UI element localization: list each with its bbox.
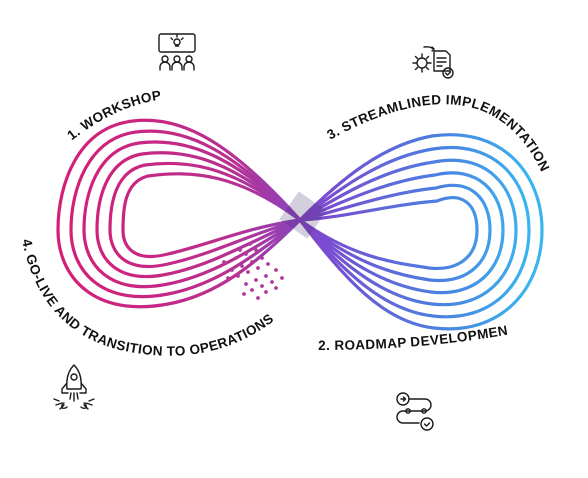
particle-dot — [264, 290, 268, 294]
particle-dot — [248, 242, 252, 246]
particle-dot — [242, 292, 246, 296]
particle-dots — [222, 242, 284, 300]
particle-dot — [230, 268, 234, 272]
particle-dot — [244, 282, 248, 286]
workflow-process-icon — [396, 392, 434, 431]
particle-dot — [260, 256, 264, 260]
particle-dot — [266, 262, 270, 266]
particle-dot — [270, 280, 274, 284]
presentation-audience-icon — [158, 33, 196, 71]
particle-dot — [246, 270, 250, 274]
particle-dot — [250, 288, 254, 292]
particle-dot — [254, 278, 258, 282]
gear-document-check-icon — [412, 46, 454, 79]
particle-dot — [236, 274, 240, 278]
particle-dot — [264, 274, 268, 278]
particle-dot — [244, 252, 248, 256]
particle-dot — [254, 248, 258, 252]
particle-dot — [226, 276, 230, 280]
particle-dot — [256, 296, 260, 300]
particle-dot — [234, 256, 238, 260]
particle-dot — [274, 286, 278, 290]
crossing-shade — [279, 191, 327, 239]
infinity-loop — [56, 118, 544, 331]
rocket-launch-icon — [53, 364, 95, 410]
particle-dot — [250, 260, 254, 264]
particle-dot — [274, 268, 278, 272]
loop-strand-6 — [121, 172, 479, 271]
particle-dot — [256, 266, 260, 270]
particle-dot — [240, 264, 244, 268]
particle-dot — [280, 276, 284, 280]
particle-dot — [238, 248, 242, 252]
step-1-label: 1. WORKSHOP — [64, 88, 162, 144]
particle-dot — [260, 284, 264, 288]
particle-dot — [222, 260, 226, 264]
